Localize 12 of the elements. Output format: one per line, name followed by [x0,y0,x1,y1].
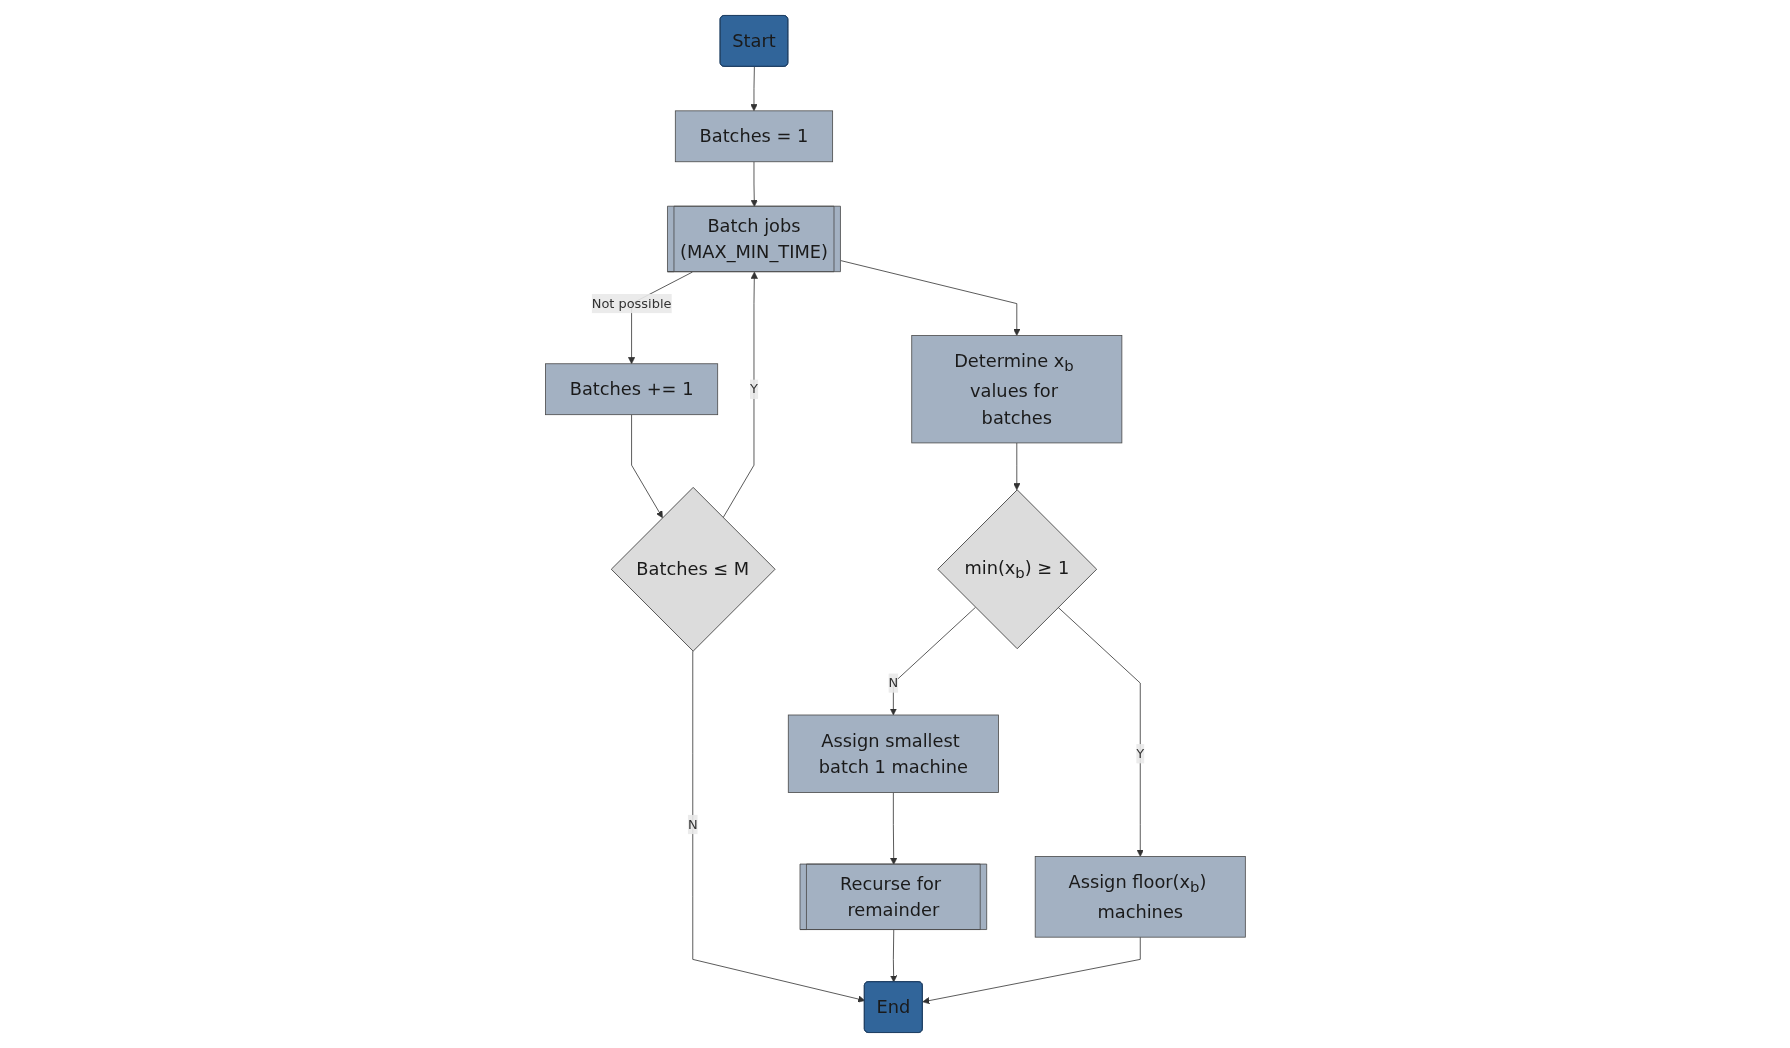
node-box: Batches += 1 [544,363,718,416]
edge-label: Y [749,381,758,397]
node-box: Assign floor(x$_{b}$) machines [1034,856,1246,938]
edge-label: N [888,674,898,691]
node-box: Assign smallest batch 1 machine [787,714,999,793]
node-box: Batches = 1 [674,110,833,163]
node-diamond: min(x$_{b}$) ≥ 1 [936,489,1097,650]
node-diamond: Batches ≤ M [610,486,776,652]
edge-label: Not possible [591,295,672,311]
edge-label: Y [1135,745,1144,762]
node-box: Determine x$_{b}$ values for batches [910,335,1122,444]
edge-label: N [687,816,698,832]
